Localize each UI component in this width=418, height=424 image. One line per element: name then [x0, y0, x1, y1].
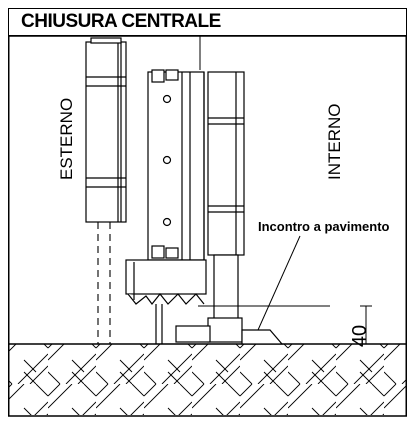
bottom-channel-profile	[125, 259, 207, 344]
central-closing-profile	[147, 69, 205, 261]
floor-keeper-bolt	[175, 254, 330, 345]
dimension-value: 40	[349, 325, 371, 347]
floor-keeper-leader	[257, 235, 301, 331]
outer-door-profile	[85, 37, 127, 223]
floor-keeper-label: Incontro a pavimento	[258, 219, 390, 234]
inner-door-profile	[207, 71, 245, 256]
outside-label: ESTERNO	[57, 98, 76, 180]
inside-label: INTERNO	[325, 104, 344, 181]
floor-section	[9, 343, 406, 415]
hidden-lines-outer	[97, 222, 111, 344]
dimension-marker	[360, 305, 372, 345]
drawing-border	[8, 35, 407, 417]
